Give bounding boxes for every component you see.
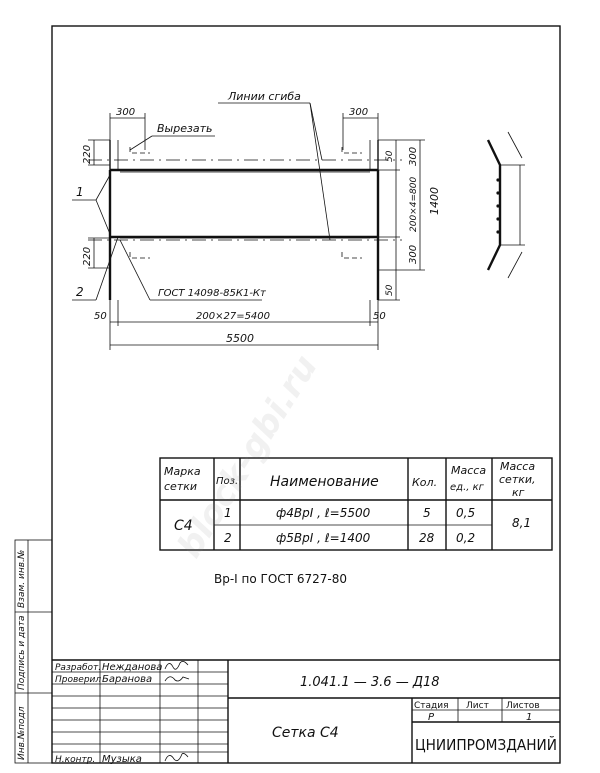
header-mark-line2: сетки <box>164 480 197 493</box>
stage-value: Р <box>428 712 435 723</box>
mesh-drawing: Линии сгиба Вырезать 1 2 ГОСТ 14098-85К1… <box>72 90 441 350</box>
dim-overall-5500: 5500 <box>226 332 254 345</box>
role-norm-control: Н.контр. <box>55 755 95 765</box>
dim-right-300-top: 300 <box>408 147 419 166</box>
dim-bottom-50-left: 50 <box>94 311 107 322</box>
drawing-title: Сетка С4 <box>272 725 339 741</box>
position-1-label: 1 <box>76 185 84 199</box>
dim-overall-1400: 1400 <box>428 187 441 215</box>
sheet-frame <box>51 25 561 764</box>
specification-table: Марка сетки Поз. Наименование Кол. Масса… <box>159 457 553 551</box>
title-block: Разработ. Нежданова Проверил Баранова Н.… <box>52 659 560 765</box>
header-qty: Кол. <box>412 476 437 489</box>
bend-lines-label: Линии сгиба <box>227 90 301 103</box>
row2-pos: 2 <box>224 531 232 545</box>
sheets-label: Листов <box>506 701 540 711</box>
weld-gost-label: ГОСТ 14098-85К1-Кт <box>158 288 267 299</box>
signature-norm-control <box>164 753 189 762</box>
dim-left-220-top: 220 <box>82 145 93 164</box>
mesh-mass-value: 8,1 <box>512 516 531 530</box>
dim-bottom-pitch: 200×27=5400 <box>196 311 270 322</box>
dim-right-300-bottom: 300 <box>408 245 419 264</box>
header-mass-mesh-line1: Масса <box>500 460 535 473</box>
side-stamp-inv-original: Инв.№подл <box>17 706 27 760</box>
organization-name: ЦНИИПРОМЗДАНИЙ <box>415 735 557 754</box>
name-checker: Баранова <box>102 674 152 685</box>
role-checker: Проверил <box>55 675 101 685</box>
document-designation: 1.041.1 — 3.6 — Д18 <box>300 675 440 690</box>
side-stamp-replace-inv: Взам. инв.№ <box>17 550 27 608</box>
sheet-label: Лист <box>466 701 489 711</box>
row2-qty: 28 <box>419 531 435 545</box>
material-note: Вр-I по ГОСТ 6727-80 <box>214 572 347 586</box>
header-name: Наименование <box>270 474 379 490</box>
side-stamp-signature-date: Подпись и дата <box>17 615 27 690</box>
dim-top-left-300: 300 <box>116 107 135 118</box>
dim-right-50-top: 50 <box>385 150 395 162</box>
dim-left-220-bottom: 220 <box>82 247 93 266</box>
row1-name: ф4ВрI , ℓ=5500 <box>276 506 371 520</box>
row1-mass: 0,5 <box>456 506 475 520</box>
mark-value: С4 <box>174 518 193 534</box>
role-developer: Разработ. <box>55 663 101 673</box>
sheets-value: 1 <box>526 712 532 723</box>
dim-right-middle: 200×4=800 <box>409 177 419 232</box>
row2-mass: 0,2 <box>456 531 475 545</box>
row1-pos: 1 <box>224 506 232 520</box>
dim-bottom-50-right: 50 <box>373 311 386 322</box>
position-2-label: 2 <box>76 285 84 299</box>
header-mass-unit-line2: ед., кг <box>450 482 485 493</box>
name-developer: Нежданова <box>102 662 162 673</box>
header-mark-line1: Марка <box>164 465 201 478</box>
row2-name: ф5ВрI , ℓ=1400 <box>276 531 371 545</box>
section-profile <box>486 131 525 279</box>
stage-label: Стадия <box>414 701 449 711</box>
header-pos: Поз. <box>216 476 238 487</box>
signature-checker <box>164 676 190 682</box>
side-stamp: Инв.№подл Подпись и дата Взам. инв.№ <box>14 539 53 764</box>
dim-right-50-bottom: 50 <box>385 284 395 296</box>
name-norm-control: Музыка <box>102 754 142 765</box>
header-mass-mesh-line2: сетки, <box>499 473 536 486</box>
header-mass-mesh-line3: кг <box>512 486 525 499</box>
header-mass-unit-line1: Масса <box>451 464 486 477</box>
signature-developer <box>164 661 189 670</box>
cut-label: Вырезать <box>157 122 212 135</box>
row1-qty: 5 <box>423 506 431 520</box>
dim-top-right-300: 300 <box>349 107 368 118</box>
